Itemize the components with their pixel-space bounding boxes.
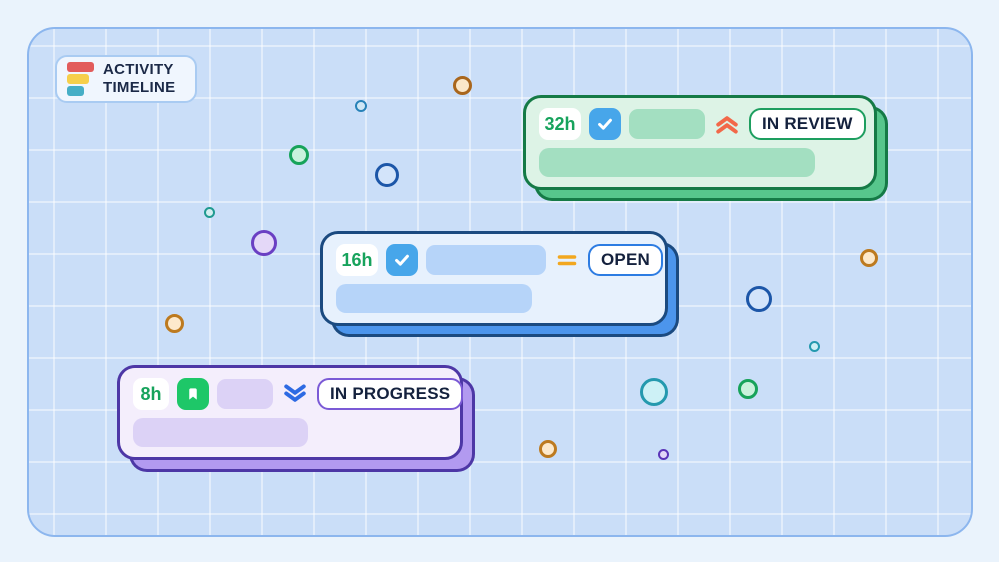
logo-bar-red	[67, 62, 94, 72]
decorative-dot	[452, 75, 472, 95]
priority-high-icon	[713, 112, 741, 136]
description-placeholder	[539, 148, 815, 177]
task-card-open[interactable]: 16h OPEN	[320, 231, 668, 326]
priority-low-icon	[281, 382, 309, 406]
decorative-dot	[289, 145, 309, 165]
decorative-dot	[539, 440, 557, 458]
task-card-in-review[interactable]: 32h IN REVIEW	[523, 95, 877, 190]
status-badge-open[interactable]: OPEN	[588, 244, 663, 276]
bookmark-icon	[189, 388, 197, 400]
logo-bar-yellow	[67, 74, 89, 84]
task-card-header-row: 32h IN REVIEW	[539, 108, 866, 140]
decorative-dot	[375, 163, 399, 187]
activity-timeline-logo: ACTIVITY TIMELINE	[55, 55, 197, 103]
check-icon	[598, 118, 612, 130]
decorative-dot	[860, 249, 878, 267]
description-placeholder	[336, 284, 532, 313]
logo-line-2: TIMELINE	[103, 79, 176, 96]
decorative-dot	[203, 206, 215, 218]
logo-bar-teal	[67, 86, 84, 96]
logo-bars-icon	[67, 62, 94, 96]
logo-line-1: ACTIVITY	[103, 61, 174, 79]
title-placeholder	[217, 379, 273, 409]
task-card-in-progress[interactable]: 8h IN PROGRESS	[117, 365, 464, 460]
decorative-dot	[355, 100, 367, 112]
task-card-header-row: 16h OPEN	[336, 244, 663, 276]
decorative-dot	[657, 448, 669, 460]
title-placeholder	[629, 109, 705, 139]
bookmark-button[interactable]	[177, 378, 209, 410]
hours-chip: 32h	[539, 108, 581, 140]
priority-medium-icon	[554, 250, 580, 270]
checkbox-checked[interactable]	[386, 244, 418, 276]
decorative-dot	[640, 378, 668, 406]
dots-layer	[29, 29, 971, 535]
hours-chip: 8h	[133, 378, 169, 410]
hours-chip: 16h	[336, 244, 378, 276]
decorative-dot	[746, 286, 772, 312]
logo-text: ACTIVITY TIMELINE	[103, 61, 175, 96]
decorative-dot	[164, 313, 184, 333]
status-badge-in-review[interactable]: IN REVIEW	[749, 108, 866, 140]
check-icon	[395, 254, 409, 266]
task-card-header-row: 8h IN PROGRESS	[133, 378, 464, 410]
decorative-dot	[251, 230, 277, 256]
description-placeholder	[133, 418, 308, 447]
title-placeholder	[426, 245, 546, 275]
checkbox-checked[interactable]	[589, 108, 621, 140]
status-badge-in-progress[interactable]: IN PROGRESS	[317, 378, 464, 410]
decorative-dot	[738, 379, 758, 399]
decorative-dot	[808, 340, 820, 352]
